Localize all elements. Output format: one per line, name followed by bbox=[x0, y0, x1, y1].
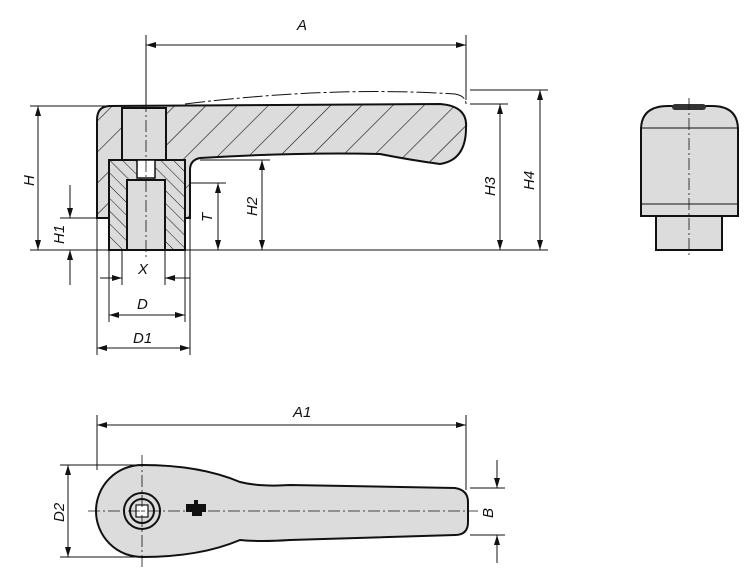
dim-B: B bbox=[480, 508, 497, 518]
dim-D2: D2 bbox=[51, 502, 68, 522]
dim-A1: A1 bbox=[292, 404, 311, 421]
logo-icon bbox=[186, 500, 206, 516]
dim-H1: H1 bbox=[51, 225, 68, 244]
dimension-labels: A H H1 T H2 H3 H4 X D D1 A1 D2 B bbox=[21, 17, 538, 522]
side-section-view bbox=[30, 91, 548, 258]
screw bbox=[121, 107, 167, 161]
dim-A: A bbox=[296, 17, 307, 34]
top-view bbox=[88, 455, 478, 568]
dim-D: D bbox=[137, 296, 148, 313]
dim-X: X bbox=[137, 261, 149, 278]
dimension-lines bbox=[30, 35, 548, 563]
lever-outline-open bbox=[184, 91, 467, 105]
dim-T: T bbox=[199, 211, 216, 222]
dim-H3: H3 bbox=[482, 176, 499, 196]
dim-H: H bbox=[21, 175, 38, 186]
dim-H2: H2 bbox=[244, 196, 261, 216]
dim-H4: H4 bbox=[521, 171, 538, 190]
dim-D1: D1 bbox=[133, 330, 152, 347]
end-view bbox=[640, 98, 739, 258]
